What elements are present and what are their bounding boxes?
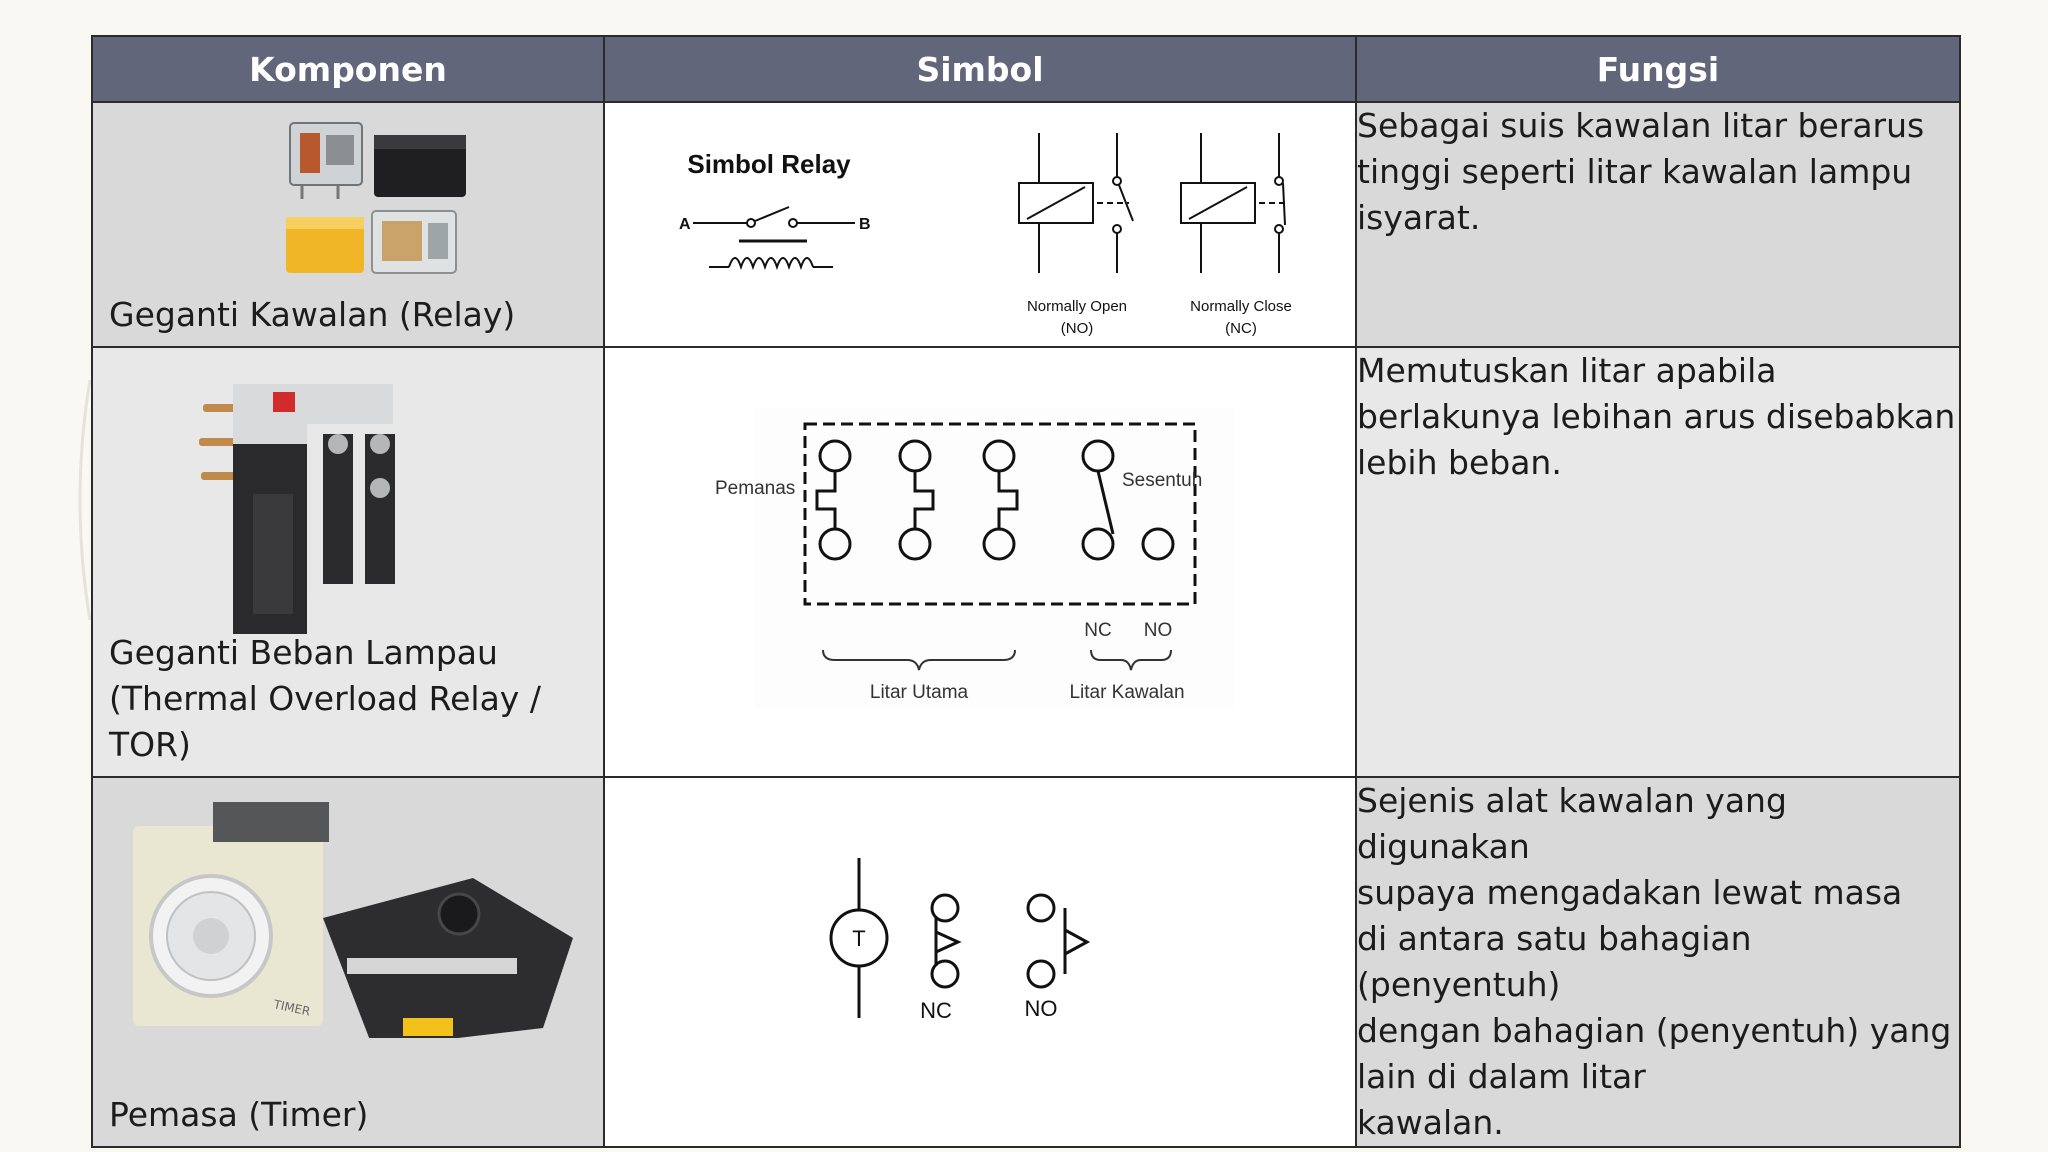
timer-nc-label: NC	[920, 998, 952, 1023]
tor-no-label: NO	[1144, 620, 1173, 641]
tor-pemanas-label: Pemanas	[715, 478, 795, 499]
tor-nc-label: NC	[1084, 620, 1111, 641]
relay-photo	[286, 122, 466, 274]
timer-photo: TIMER	[133, 802, 573, 1038]
header-fungsi: Fungsi	[1355, 35, 1961, 103]
timer-no-label: NO	[1025, 996, 1058, 1021]
relay-terminal-a: A	[679, 216, 691, 233]
tor-sesentuh-label: Sesentuh	[1122, 470, 1202, 491]
relay-symbol-title: Simbol Relay	[687, 149, 851, 179]
table-row-tor: Geganti Beban Lampau (Thermal Overload R…	[91, 346, 1961, 778]
timer-t-label: T	[852, 926, 865, 951]
thermal-overload-relay-photo	[199, 384, 417, 634]
header-komponen: Komponen	[91, 35, 605, 103]
relay-no-label-line2: (NO)	[1061, 320, 1094, 337]
symbol-cell-timer: T NC NO	[603, 776, 1357, 1148]
header-simbol: Simbol	[603, 35, 1357, 103]
relay-nc-label-line2: (NC)	[1225, 320, 1257, 337]
tor-litar-kawalan-label: Litar Kawalan	[1069, 682, 1184, 703]
relay-nc-label-line1: Normally Close	[1190, 298, 1292, 315]
component-label-tor: Geganti Beban Lampau (Thermal Overload R…	[109, 633, 541, 764]
component-cell-tor: Geganti Beban Lampau (Thermal Overload R…	[91, 346, 605, 778]
function-cell-relay: Sebagai suis kawalan litar berarus tingg…	[1355, 101, 1961, 348]
function-text-timer: Sejenis alat kawalan yang digunakan supa…	[1357, 781, 1952, 1142]
function-text-relay: Sebagai suis kawalan litar berarus tingg…	[1357, 106, 1925, 237]
tor-litar-utama-label: Litar Utama	[870, 682, 969, 703]
timer-symbol-diagram: T NC NO	[805, 838, 1115, 1058]
component-cell-timer: TIMER Pemasa (Timer)	[91, 776, 605, 1148]
function-cell-tor: Memutuskan litar apabila berlakunya lebi…	[1355, 346, 1961, 778]
component-cell-relay: Geganti Kawalan (Relay)	[91, 101, 605, 348]
table-row-relay: Geganti Kawalan (Relay) Simbol Relay A B	[91, 101, 1961, 348]
component-label-timer: Pemasa (Timer)	[109, 1095, 369, 1134]
table-row-timer: TIMER Pemasa (Timer)	[91, 776, 1961, 1148]
symbol-cell-tor: Pemanas Sesentuh	[603, 346, 1357, 778]
components-table: Komponen Simbol Fungsi	[91, 35, 1961, 1148]
symbol-cell-relay: Simbol Relay A B	[603, 101, 1357, 348]
table-header-row: Komponen Simbol Fungsi	[91, 35, 1961, 103]
component-label-relay: Geganti Kawalan (Relay)	[109, 295, 516, 334]
relay-no-label-line1: Normally Open	[1027, 298, 1127, 315]
tor-symbol-diagram: Pemanas Sesentuh	[715, 408, 1235, 708]
relay-terminal-b: B	[859, 216, 871, 233]
relay-symbol-diagram: Simbol Relay A B	[619, 117, 1292, 337]
function-cell-timer: Sejenis alat kawalan yang digunakan supa…	[1355, 776, 1961, 1148]
function-text-tor: Memutuskan litar apabila berlakunya lebi…	[1357, 351, 1956, 482]
